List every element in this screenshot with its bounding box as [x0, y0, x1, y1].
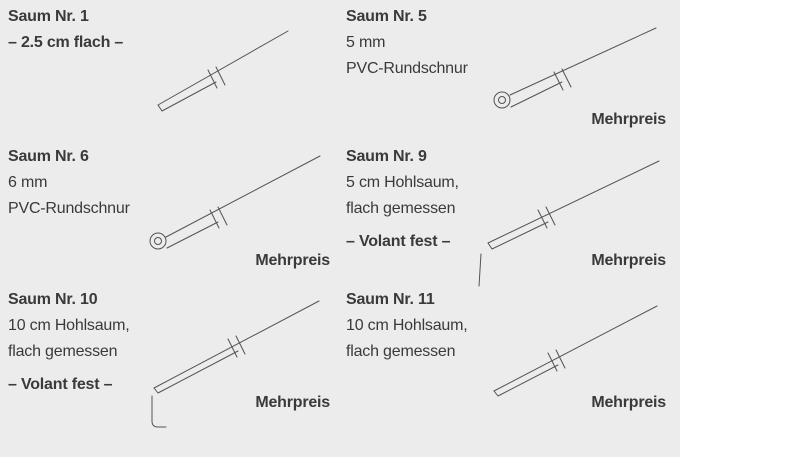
saum-desc-line1: 10 cm Hohlsaum, [346, 317, 468, 334]
saum-title: Saum Nr. 6 [8, 148, 89, 165]
mehrpreis-label: Mehrpreis [255, 394, 330, 411]
mehrpreis-label: Mehrpreis [255, 252, 330, 269]
stitch-tick [547, 352, 558, 372]
saum-title: Saum Nr. 11 [346, 291, 435, 308]
saum-desc-line2: PVC-Rundschnur [346, 60, 468, 77]
saum-desc-line1: 10 cm Hohlsaum, [8, 317, 130, 334]
stitch-tick [561, 68, 572, 88]
stitch-tick [235, 335, 246, 355]
fabric-line [165, 155, 321, 238]
fabric-line [509, 27, 657, 96]
fabric-line [157, 30, 289, 106]
saum-note: – Volant fest – [8, 376, 113, 393]
fabric-line [487, 160, 660, 244]
saum-10-drawing [151, 300, 320, 428]
saum-desc-line1: 6 mm [8, 174, 48, 191]
panel-saum-1: Saum Nr. 1 – 2.5 cm flach – [8, 4, 123, 56]
saum-1-drawing [157, 30, 289, 112]
stitch-tick [545, 206, 556, 226]
saum-note: – Volant fest – [346, 233, 451, 250]
volant-line [151, 395, 167, 428]
hem-fold-line [510, 81, 563, 108]
stitch-tick [227, 338, 238, 358]
cord-ring-inner [154, 237, 162, 245]
hem-fold-line [166, 221, 219, 249]
hem-fold-line [157, 81, 217, 112]
hem-fold-line [153, 350, 239, 394]
saum-title: Saum Nr. 1 [8, 8, 89, 25]
panel-saum-10: Saum Nr. 10 10 cm Hohlsaum, flach gemess… [8, 287, 130, 398]
panel-saum-11: Saum Nr. 11 10 cm Hohlsaum, flach gemess… [346, 287, 468, 365]
saum-note: – 2.5 cm flach – [8, 34, 124, 51]
stitch-tick [215, 66, 226, 86]
saum-desc-line1: 5 mm [346, 34, 386, 51]
mehrpreis-label: Mehrpreis [591, 111, 666, 128]
cord-ring [149, 232, 167, 250]
saum-9-drawing [478, 160, 660, 287]
volant-line [478, 253, 482, 287]
stitch-tick [537, 209, 548, 229]
fabric-line [153, 300, 320, 389]
stitch-tick [217, 206, 228, 226]
saum-desc-line1: 5 cm Hohlsaum, [346, 174, 459, 191]
panel-saum-9: Saum Nr. 9 5 cm Hohlsaum, flach gemessen… [346, 144, 459, 255]
hem-fold-line [493, 364, 559, 397]
saum-desc-line2: flach gemessen [346, 343, 456, 360]
mehrpreis-label: Mehrpreis [591, 394, 666, 411]
stitch-tick [555, 349, 566, 369]
saum-title: Saum Nr. 9 [346, 148, 427, 165]
cord-ring-inner [498, 96, 506, 104]
panel-saum-5: Saum Nr. 5 5 mm PVC-Rundschnur [346, 4, 468, 82]
saum-5-drawing [493, 27, 657, 109]
saum-6-drawing [149, 155, 321, 250]
fabric-line [493, 305, 658, 392]
saum-desc-line2: flach gemessen [346, 200, 456, 217]
saum-title: Saum Nr. 10 [8, 291, 98, 308]
stitch-tick [553, 71, 564, 91]
stitch-tick [209, 209, 220, 229]
saum-11-drawing [493, 305, 658, 397]
stitch-tick [207, 69, 218, 89]
saum-title: Saum Nr. 5 [346, 8, 427, 25]
white-margin [680, 0, 800, 457]
saum-desc-line2: flach gemessen [8, 343, 118, 360]
mehrpreis-label: Mehrpreis [591, 252, 666, 269]
hem-fold-line [487, 221, 549, 250]
panel-saum-6: Saum Nr. 6 6 mm PVC-Rundschnur [8, 144, 130, 222]
cord-ring [493, 91, 511, 109]
saum-desc-line2: PVC-Rundschnur [8, 200, 130, 217]
